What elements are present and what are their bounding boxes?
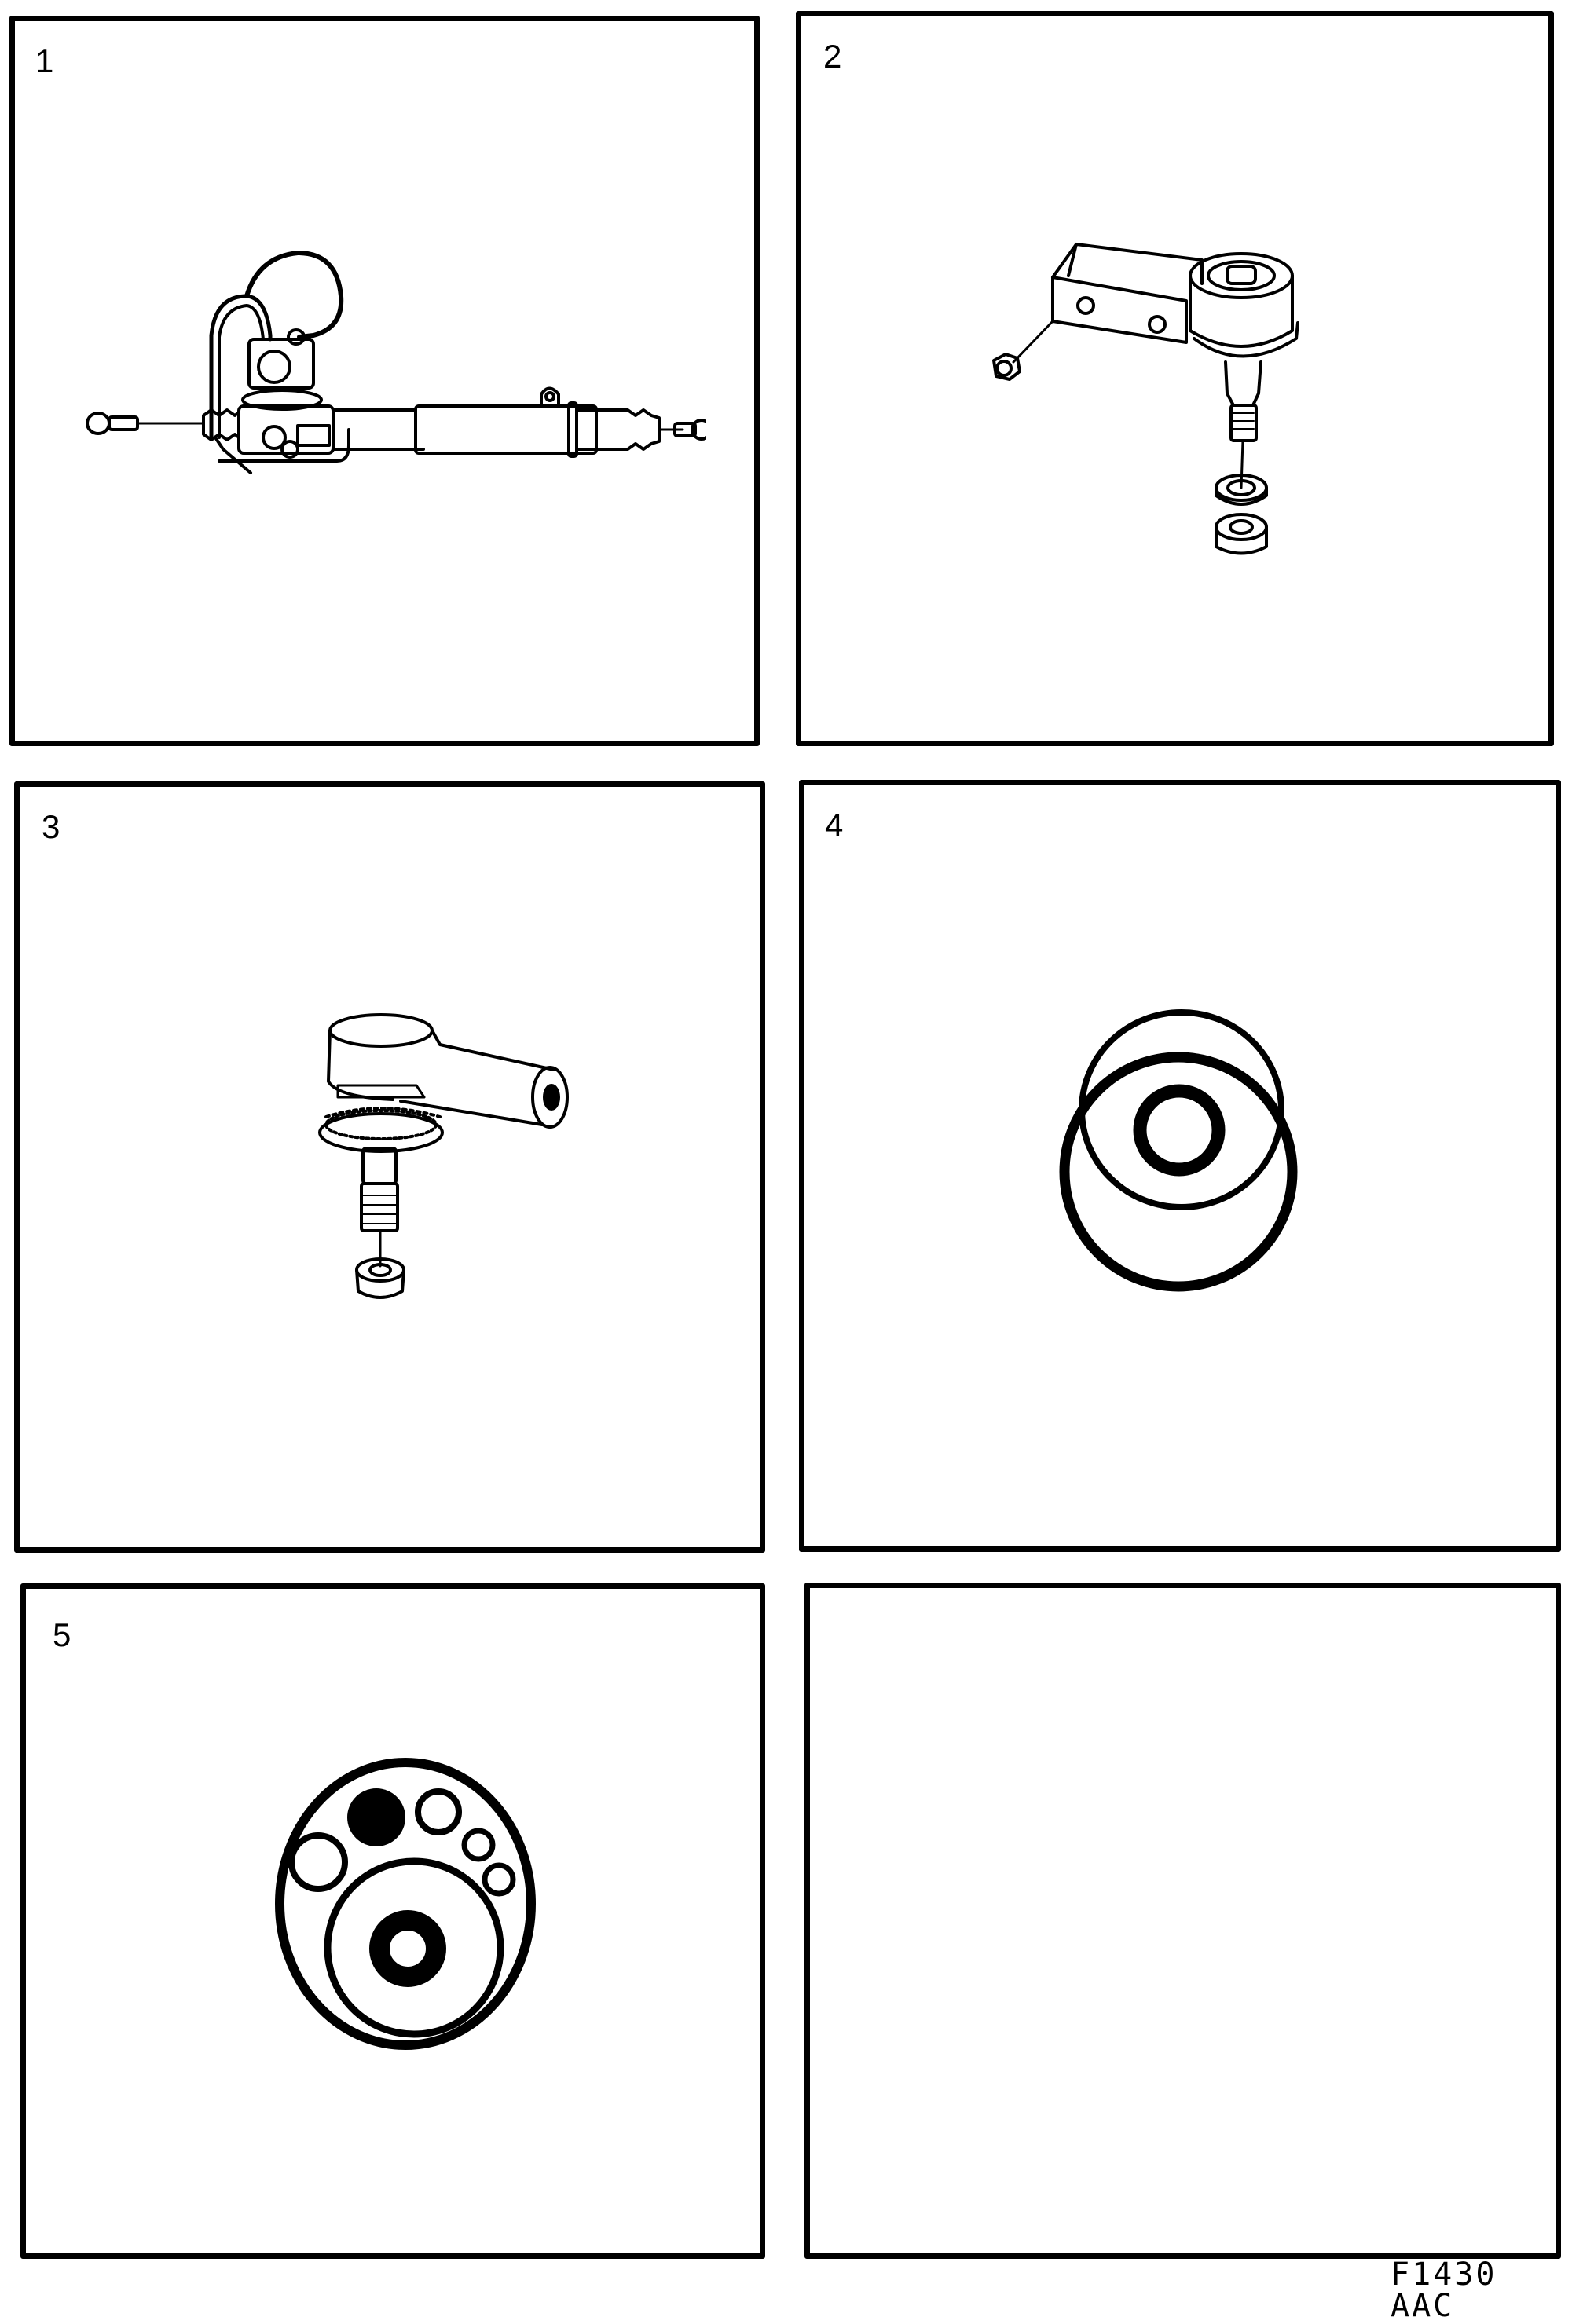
o-ring-inner bbox=[1133, 1084, 1226, 1177]
panel-3: 3 bbox=[14, 781, 765, 1553]
panel-number: 4 bbox=[825, 807, 844, 844]
panel-number: 2 bbox=[823, 38, 842, 75]
panel-number: 5 bbox=[53, 1616, 71, 1653]
panel-number: 3 bbox=[42, 808, 60, 845]
panel-4: 4 bbox=[799, 780, 1561, 1552]
seal-kit-illustration bbox=[275, 1758, 536, 2050]
steering-rack-illustration bbox=[86, 251, 706, 474]
ball-joint-illustration bbox=[992, 243, 1299, 555]
tie-rod-end-illustration bbox=[318, 1013, 569, 1299]
panel-number: 1 bbox=[35, 42, 54, 79]
o-ring-upper bbox=[1079, 1009, 1284, 1210]
panel-6-empty bbox=[804, 1583, 1561, 2259]
o-ring-set-illustration bbox=[1059, 1009, 1298, 1292]
figure-code: F1430 AAC bbox=[1391, 2256, 1497, 2324]
o-ring-lower bbox=[1059, 1052, 1298, 1292]
panel-1: 1 bbox=[9, 16, 760, 746]
panel-5: 5 bbox=[20, 1583, 765, 2259]
panel-2: 2 bbox=[796, 11, 1554, 746]
